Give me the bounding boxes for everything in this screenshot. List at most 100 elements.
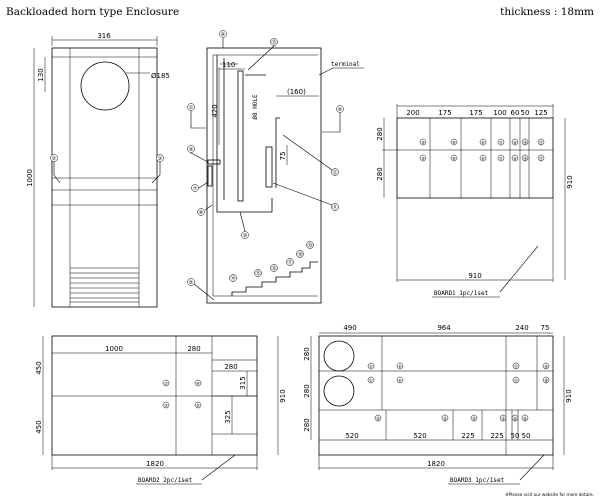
side-section: 110 420 Ø8 HOLE (160) 75 terminal [187, 30, 364, 304]
board3-label: BOARD3 1pc/1set [450, 477, 505, 484]
b3-r1-part-3: ⑪ [514, 363, 519, 370]
b2-part-3: ③ [164, 403, 168, 408]
b1-r2-part-2: ⑧ [452, 156, 456, 161]
b1-dim-910-h: 910 [566, 175, 574, 188]
title: Backloaded horn type Enclosure [6, 6, 179, 18]
b1-r1-part-1: ⑩ [421, 140, 425, 145]
front-top-dim: 130 [37, 68, 45, 81]
board1-layout: 200 175 175 100 60 50 125 280 280 910 91… [376, 104, 574, 298]
side-160-dim: (160) [287, 88, 306, 96]
b2-dim-280a: 280 [187, 345, 200, 353]
b2-part-5: ⑤ [196, 403, 200, 408]
board2-label: BOARD2 2pc/1set [138, 477, 193, 484]
b1-dim-175b: 175 [469, 109, 482, 117]
side-callout-14: ⑭ [230, 275, 235, 282]
b3-dim-1820: 1820 [427, 460, 445, 468]
board3-outline [318, 335, 554, 456]
b1-r2-part-1: ⑩ [421, 156, 425, 161]
b3-dim-280a: 280 [303, 347, 311, 360]
b1-r1-part-2: ⑧ [452, 140, 456, 145]
b1-r1-part-3: ⑥ [481, 140, 485, 145]
side-callout-1: ① [189, 105, 194, 111]
b3-r1-part-1: ① [369, 364, 373, 369]
b3-dim-50a: 50 [511, 432, 520, 440]
front-height-dim: 1000 [26, 169, 34, 187]
board1-label: BOARD1 1pc/1set [434, 290, 489, 297]
b3-r3-part-5: ⑯ [513, 415, 518, 422]
callout-3: ③ [158, 156, 162, 162]
side-callout-17: ⑰ [287, 259, 292, 266]
b3-r2-part-3: ⑪ [514, 377, 519, 384]
b2-part-2: ② [164, 381, 168, 386]
board2-layout: 1000 280 280 315 325 450 450 910 1820 BO… [35, 335, 287, 485]
speaker-hole [80, 61, 130, 111]
b3-r3-part-6: ⑯ [523, 415, 528, 422]
b2-dim-325: 325 [224, 410, 232, 423]
board3-hole-2 [323, 375, 355, 407]
b3-r2-part-4: ⑱ [544, 377, 549, 384]
side-callout-4: ④ [221, 32, 226, 38]
b3-dim-280c: 280 [303, 418, 311, 431]
b2-dim-450a: 450 [35, 361, 43, 374]
b1-dim-280a: 280 [376, 127, 384, 140]
side-callout-16: ⑯ [271, 265, 276, 272]
board1-outline [396, 117, 554, 199]
side-callout-8: ⑧ [199, 210, 204, 216]
b3-r2-part-2: ⑥ [398, 378, 402, 383]
b3-r1-part-4: ⑱ [544, 363, 549, 370]
side-callout-5: ⑤ [189, 280, 193, 286]
b1-r1-part-5: ⑨ [513, 140, 517, 145]
side-callout-15: ⑮ [255, 270, 260, 277]
b3-dim-520a: 520 [345, 432, 358, 440]
b3-dim-75: 75 [541, 324, 550, 332]
board2-outline [51, 335, 258, 456]
b3-dim-520b: 520 [413, 432, 426, 440]
b3-dim-964: 964 [437, 324, 451, 332]
b1-r2-part-7: ⑰ [539, 155, 544, 162]
b3-r2-part-1: ① [369, 378, 373, 383]
side-callout-9: ⑨ [189, 147, 193, 153]
side-callout-7: ⑦ [193, 186, 198, 192]
b1-r2-part-5: ⑨ [513, 156, 517, 161]
b1-r1-part-7: ⑰ [539, 139, 544, 146]
side-callout-13: ⑬ [271, 39, 276, 46]
side-110-dim: 110 [222, 61, 235, 69]
b3-r3-part-4: ⑮ [501, 415, 506, 422]
b3-dim-490: 490 [343, 324, 356, 332]
b2-dim-1000: 1000 [105, 345, 123, 353]
side-outline [206, 47, 322, 304]
side-callout-12: ⑫ [332, 169, 337, 176]
b2-dim-910: 910 [279, 389, 287, 402]
b3-dim-240: 240 [515, 324, 528, 332]
board3-hole-1 [323, 340, 355, 372]
b3-dim-280b: 280 [303, 384, 311, 397]
b1-dim-175a: 175 [438, 109, 451, 117]
b3-r3-part-1: ⑮ [376, 415, 381, 422]
b1-r2-part-3: ⑥ [481, 156, 485, 161]
b3-r3-part-2: ⑮ [443, 415, 448, 422]
side-75-dim: 75 [279, 152, 287, 161]
b1-r1-part-4: ⑦ [499, 140, 503, 145]
callout-2: ② [52, 156, 57, 162]
side-callout-19: ⑲ [307, 242, 312, 249]
side-callout-18: ⑱ [297, 251, 302, 258]
footer-note: ※Please visit our website for more detai… [505, 492, 594, 497]
b2-dim-1820: 1820 [146, 460, 164, 468]
b1-r2-part-4: ⑦ [499, 156, 503, 161]
b3-r3-part-3: ⑮ [472, 415, 477, 422]
b1-dim-50: 50 [521, 109, 530, 117]
b1-r1-part-6: ⑲ [523, 139, 528, 146]
b3-dim-910: 910 [565, 389, 573, 402]
b1-dim-200: 200 [406, 109, 419, 117]
front-panel-outline [51, 47, 158, 308]
b3-r1-part-2: ⑥ [398, 364, 402, 369]
side-callout-11: ⑪ [332, 204, 337, 211]
b1-dim-280b: 280 [376, 167, 384, 180]
side-420-dim: 420 [211, 104, 219, 117]
b2-dim-280b: 280 [224, 363, 237, 371]
b1-dim-125: 125 [534, 109, 547, 117]
b2-dim-450b: 450 [35, 420, 43, 433]
front-width-dim: 316 [97, 32, 111, 40]
side-callout-6: ⑥ [338, 107, 343, 113]
